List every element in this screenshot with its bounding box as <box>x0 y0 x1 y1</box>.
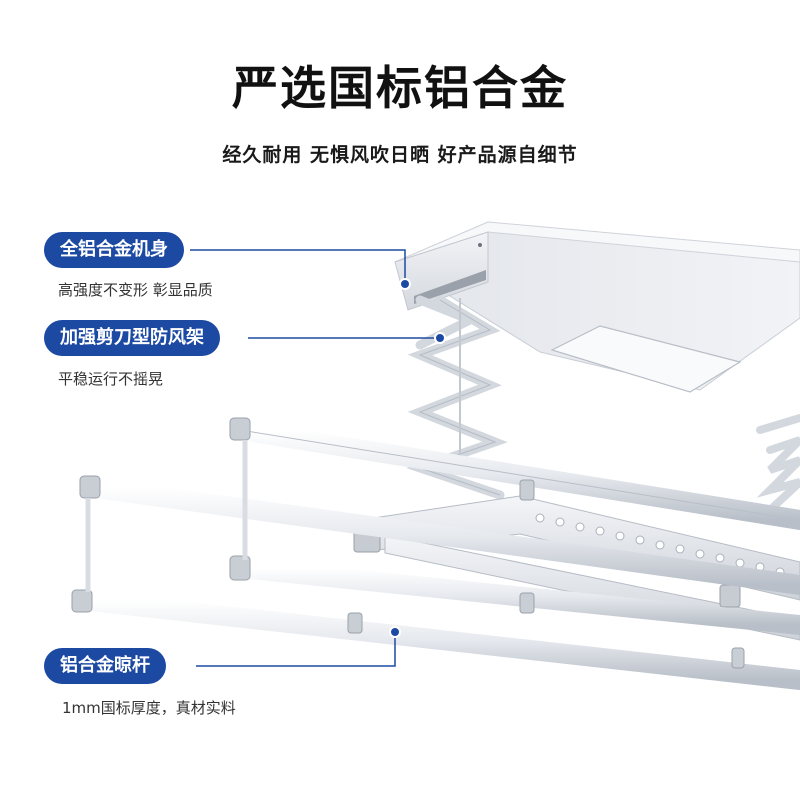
page-subtitle: 经久耐用 无惧风吹日晒 好产品源自细节 <box>222 144 578 166</box>
scissor-arm-right <box>756 414 800 514</box>
light-panel <box>550 325 742 393</box>
callout-rod-desc: 1mm国标厚度，真材实料 <box>62 699 236 717</box>
page-title: 严选国标铝合金 <box>232 61 568 115</box>
callout-rod-badge: 铝合金晾杆 <box>44 648 166 684</box>
callout-body-badge: 全铝合金机身 <box>44 232 184 268</box>
callout-body-desc: 高强度不变形 彰显品质 <box>58 281 213 299</box>
callout-scissor-desc: 平稳运行不摇晃 <box>58 370 164 388</box>
callout-scissor-badge: 加强剪刀型防风架 <box>44 320 220 356</box>
machine-body <box>393 221 800 393</box>
